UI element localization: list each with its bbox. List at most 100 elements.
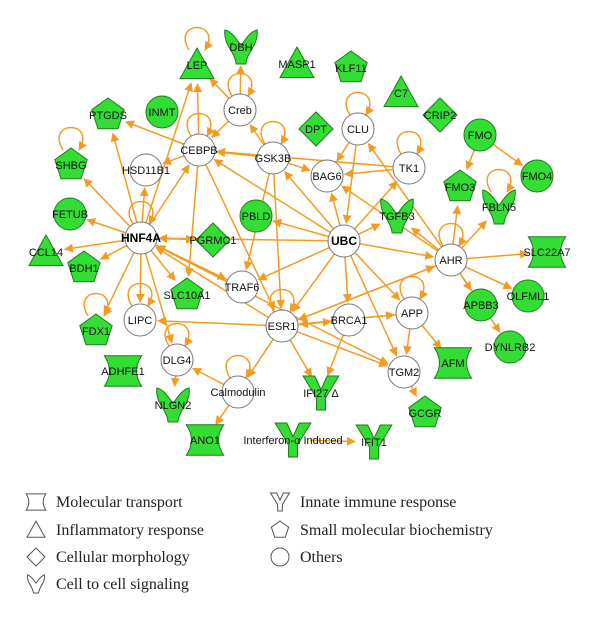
self-loop-lep: [184, 26, 214, 51]
node-gcgr[interactable]: GCGR: [408, 395, 442, 428]
node-ifit1[interactable]: IFIT1: [355, 424, 393, 460]
node-lipc[interactable]: LIPC: [123, 303, 157, 337]
node-dlg4[interactable]: DLG4: [160, 343, 194, 377]
node-label-brca1: BRCA1: [331, 315, 368, 327]
edge-app-afm: [421, 324, 442, 350]
self-loop-app: [399, 275, 429, 300]
node-fbln5[interactable]: FBLN5: [482, 189, 516, 225]
edge-hnf4a-hsd11b1: [139, 187, 149, 223]
node-ptgds[interactable]: PTGDS: [89, 97, 127, 130]
node-ifi27[interactable]: IFI27 Δ: [302, 375, 340, 411]
edge-fmo-fmo3: [465, 149, 475, 171]
node-label-slc10a1: SLC10A1: [163, 290, 210, 302]
edge-cebpb-ptgds: [124, 120, 185, 145]
node-label-olfml1: OLFML1: [507, 291, 550, 303]
node-fmo3[interactable]: FMO3: [443, 169, 477, 202]
node-label-tgfb3: TGFB3: [379, 211, 414, 223]
node-label-bdh1: BDH1: [69, 263, 98, 275]
edge-gsk3b-creb: [249, 124, 265, 146]
node-c7[interactable]: C7: [383, 74, 419, 108]
edge-hnf4a-ptgds: [110, 132, 138, 223]
edge-clu-ubc: [342, 144, 357, 225]
node-label-dpt: DPT: [305, 124, 327, 136]
self-loop-dlg4: [164, 322, 194, 347]
node-dpt[interactable]: DPT: [298, 111, 334, 147]
node-slc22a7[interactable]: SLC22A7: [523, 236, 571, 268]
legend-circle-icon: [270, 547, 290, 567]
node-afm[interactable]: AFM: [433, 347, 473, 379]
edge-esr1-calmodulin: [247, 338, 274, 378]
self-loop-calmodulin: [225, 354, 255, 379]
node-tgm2[interactable]: TGM2: [387, 355, 421, 389]
node-shbg[interactable]: SHBG: [54, 147, 88, 180]
node-dbh[interactable]: DBH: [224, 29, 258, 65]
edge-ubc-brca1: [342, 256, 352, 303]
node-label-app: APP: [401, 308, 423, 320]
edge-hnf4a-ccl14: [63, 239, 126, 253]
node-label-tgm2: TGM2: [389, 367, 420, 379]
legend-item-innate-immune-response: Innate immune response: [269, 492, 456, 512]
edge-ubc-hnf4a: [158, 233, 329, 243]
node-ifna[interactable]: Interferon-α Induced: [243, 422, 343, 458]
node-label-cebpb: CEBPB: [180, 145, 217, 157]
self-loop-creb: [227, 72, 257, 97]
edge-ubc-gsk3b: [284, 170, 335, 230]
node-inmt[interactable]: INMT: [145, 95, 179, 129]
node-brca1[interactable]: BRCA1: [331, 303, 368, 337]
node-creb[interactable]: Creb: [223, 93, 257, 127]
node-hnf4a[interactable]: HNF4A: [121, 221, 161, 255]
node-fmo[interactable]: FMO: [463, 118, 497, 152]
node-app[interactable]: APP: [395, 296, 429, 330]
node-olfml1[interactable]: OLFML1: [507, 279, 550, 313]
legend-pentagon-icon: [270, 520, 290, 538]
legend-triangle-icon: [26, 519, 46, 538]
node-label-ifi27: IFI27 Δ: [303, 388, 339, 400]
node-label-c7: C7: [394, 88, 408, 100]
node-label-shbg: SHBG: [55, 160, 86, 172]
node-clu[interactable]: CLU: [341, 112, 375, 146]
edge-ubc-traf6: [257, 246, 330, 281]
node-calmodulin[interactable]: Calmodulin: [210, 375, 266, 409]
node-masp1[interactable]: MASP1: [278, 45, 316, 79]
node-ubc[interactable]: UBC: [327, 224, 361, 258]
node-fetub[interactable]: FETUB: [52, 197, 88, 231]
legend-item-molecular-transport: Molecular transport: [25, 493, 183, 511]
node-label-ubc: UBC: [331, 234, 357, 248]
node-crip2[interactable]: CRIP2: [422, 97, 458, 133]
node-pbld[interactable]: PBLD: [239, 199, 273, 233]
node-cebpb[interactable]: CEBPB: [180, 133, 218, 167]
node-label-ifit1: IFIT1: [361, 437, 387, 449]
node-traf6[interactable]: TRAF6: [225, 270, 260, 304]
edge-hnf4a-fdx1: [103, 252, 135, 315]
node-ano1[interactable]: ANO1: [185, 424, 225, 456]
edge-fmo-fmo4: [492, 143, 524, 167]
edge-ahr-tgfb3: [411, 227, 440, 251]
node-label-adhfe1: ADHFE1: [101, 366, 144, 378]
node-slc10a1[interactable]: SLC10A1: [163, 277, 211, 310]
node-lep[interactable]: LEP: [179, 46, 215, 80]
node-label-traf6: TRAF6: [225, 282, 260, 294]
node-tk1[interactable]: TK1: [392, 151, 426, 185]
node-pgrmc1[interactable]: PGRMC1: [189, 222, 237, 258]
node-fmo4[interactable]: FMO4: [520, 159, 554, 193]
node-tgfb3[interactable]: TGFB3: [379, 198, 415, 234]
node-gsk3b[interactable]: GSK3B: [255, 141, 292, 175]
node-ahr[interactable]: AHR: [434, 243, 468, 277]
edge-ubc-bag6: [329, 192, 341, 226]
node-bag6[interactable]: BAG6: [310, 159, 344, 193]
node-adhfe1[interactable]: ADHFE1: [101, 355, 145, 387]
node-nlgn2[interactable]: NLGN2: [155, 387, 192, 423]
node-label-hsd11b1: HSD11B1: [122, 165, 170, 177]
edge-creb-cebpb: [211, 120, 230, 139]
node-ccl14[interactable]: CCL14: [28, 233, 64, 267]
node-dynlrb2[interactable]: DYNLRB2: [485, 330, 536, 364]
node-bdh1[interactable]: BDH1: [67, 250, 101, 283]
node-apbb3[interactable]: APBB3: [463, 288, 499, 322]
edge-gsk3b-bag6: [287, 162, 311, 173]
self-loop-fdx1: [83, 292, 113, 317]
node-esr1[interactable]: ESR1: [265, 309, 299, 343]
node-hsd11b1[interactable]: HSD11B1: [122, 153, 170, 187]
node-klf11[interactable]: KLF11: [334, 50, 368, 83]
legend-label: Cellular morphology: [56, 549, 190, 566]
node-fdx1[interactable]: FDX1: [79, 313, 113, 346]
